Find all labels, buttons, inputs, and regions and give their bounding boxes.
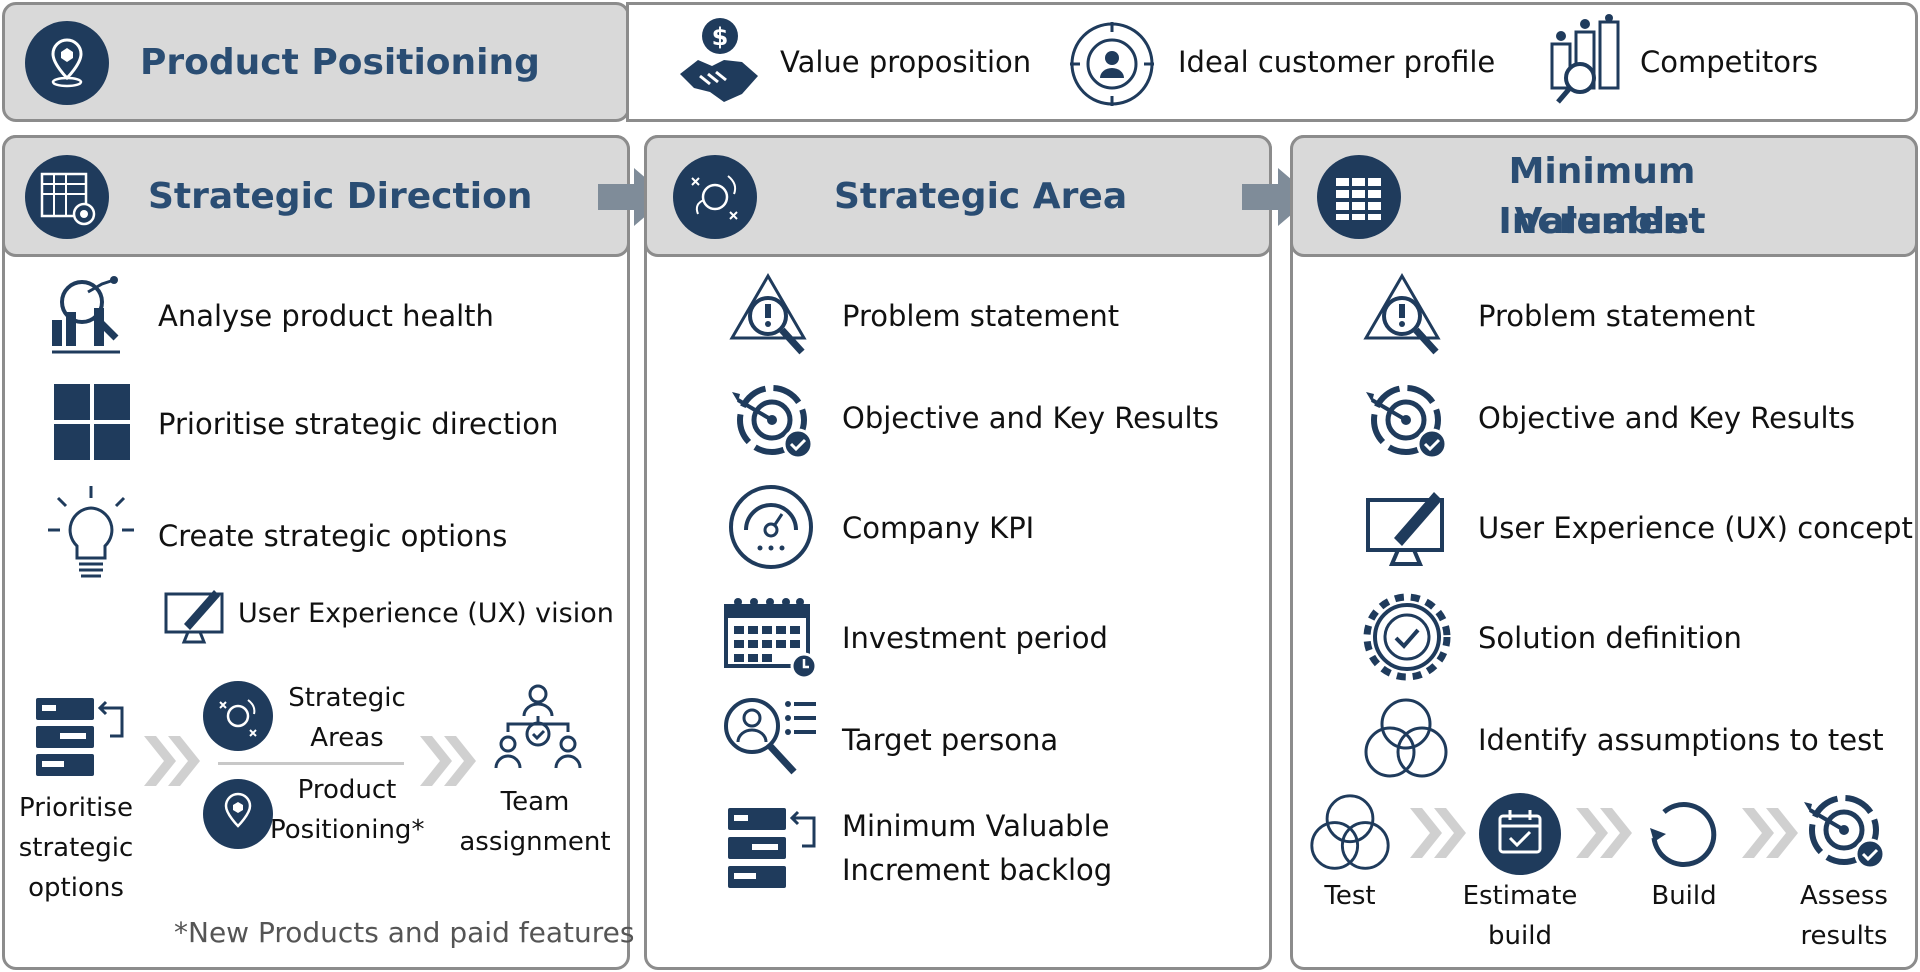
handshake-dollar-icon: $: [676, 16, 760, 108]
product-positioning-flow-label-2: Positioning*: [270, 815, 425, 845]
target-persona-label: Target persona: [842, 723, 1059, 757]
create-strategic-options-label: Create strategic options: [158, 519, 508, 553]
venn-diagram-icon: [1360, 696, 1452, 784]
board-columns-icon: [1316, 154, 1402, 240]
analyse-product-health-label: Analyse product health: [158, 299, 494, 333]
competitor-search-icon: [1544, 14, 1626, 110]
estimate-flow-label-2: build: [1488, 921, 1552, 951]
monitor-pen-icon: [1366, 486, 1452, 570]
team-assignment-flow-label-1: Team: [500, 787, 570, 817]
location-pin-icon: [24, 20, 110, 106]
competitors-label: Competitors: [1640, 45, 1819, 79]
backlog-list-icon: [32, 696, 128, 776]
mvi-title-line-2: Increment: [1498, 201, 1706, 242]
calendar-clock-icon: [724, 596, 820, 680]
board-gear-icon: [24, 154, 110, 240]
flow-divider: [218, 762, 404, 765]
double-chevron-icon: [418, 734, 478, 788]
mvi-problem-statement-label: Problem statement: [1478, 299, 1756, 333]
cycle-arrow-icon: [1642, 792, 1726, 876]
backlog-list-icon: [724, 806, 820, 890]
team-assignment-flow-label-2: assignment: [459, 827, 611, 857]
lightbulb-icon: [48, 486, 134, 590]
monitor-pen-icon: [164, 584, 228, 646]
strategic-direction-title: Strategic Direction: [148, 176, 533, 217]
test-flow-label: Test: [1324, 881, 1376, 911]
prioritise-flow-label-2: strategic: [18, 833, 134, 863]
estimate-flow-label-1: Estimate: [1462, 881, 1578, 911]
problem-warning-icon: [728, 272, 814, 362]
okr-target-icon: [1362, 382, 1450, 464]
target-persona-icon: [722, 694, 818, 784]
strategic-areas-flow-label-2: Areas: [310, 723, 384, 753]
strategy-bulb-small-icon: [202, 680, 274, 752]
value-proposition-label: Value proposition: [780, 45, 1032, 79]
build-flow-label: Build: [1651, 881, 1717, 911]
problem-warning-icon: [1362, 272, 1448, 362]
solution-definition-label: Solution definition: [1478, 621, 1742, 655]
assess-flow-label-1: Assess: [1800, 881, 1888, 911]
mvi-backlog-label-2: Increment backlog: [842, 853, 1113, 887]
health-analysis-icon: [48, 272, 134, 358]
ideal-customer-profile-label: Ideal customer profile: [1178, 45, 1496, 79]
double-chevron-icon: [1574, 806, 1634, 860]
calendar-check-icon: [1478, 792, 1562, 876]
prioritise-strategic-direction-label: Prioritise strategic direction: [158, 407, 559, 441]
problem-statement-label: Problem statement: [842, 299, 1120, 333]
identify-assumptions-label: Identify assumptions to test: [1478, 723, 1884, 757]
assess-flow-label-2: results: [1800, 921, 1888, 951]
product-positioning-flow-label-1: Product: [297, 775, 397, 805]
top-items-bar: [626, 2, 1918, 122]
double-chevron-icon: [142, 734, 202, 788]
strategic-areas-flow-label-1: Strategic: [288, 683, 406, 713]
strategy-bulb-icon: [672, 154, 758, 240]
mvi-okr-label: Objective and Key Results: [1478, 401, 1856, 435]
team-assignment-icon: [488, 684, 588, 774]
customer-target-icon: [1068, 20, 1156, 108]
svg-text:$: $: [712, 23, 729, 51]
prioritise-flow-label-1: Prioritise: [19, 793, 133, 823]
okr-target-icon: [728, 382, 816, 464]
strategic-area-title: Strategic Area: [834, 176, 1128, 217]
product-positioning-title: Product Positioning: [140, 42, 540, 83]
company-kpi-label: Company KPI: [842, 511, 1035, 545]
venn-diagram-icon: [1306, 792, 1394, 876]
quadrant-grid-icon: [48, 380, 134, 466]
kpi-gauge-icon: [728, 484, 814, 570]
investment-period-label: Investment period: [842, 621, 1108, 655]
ux-concept-label: User Experience (UX) concept: [1478, 511, 1913, 545]
okr-label: Objective and Key Results: [842, 401, 1220, 435]
mvi-backlog-label-1: Minimum Valuable: [842, 809, 1110, 843]
location-pin-small-icon: [202, 778, 274, 850]
mvi-title-line-1: Minimum Valuable: [1508, 151, 1696, 242]
double-chevron-icon: [1408, 806, 1468, 860]
ux-vision-label: User Experience (UX) vision: [238, 598, 614, 629]
footnote: *New Products and paid features: [174, 916, 635, 949]
strategic-direction-panel: [2, 135, 630, 970]
double-chevron-icon: [1740, 806, 1800, 860]
okr-target-icon: [1800, 792, 1888, 874]
gear-check-icon: [1362, 592, 1452, 682]
strategic-area-header: [644, 135, 1272, 257]
strategic-area-panel: [644, 135, 1272, 970]
prioritise-flow-label-3: options: [28, 873, 124, 903]
